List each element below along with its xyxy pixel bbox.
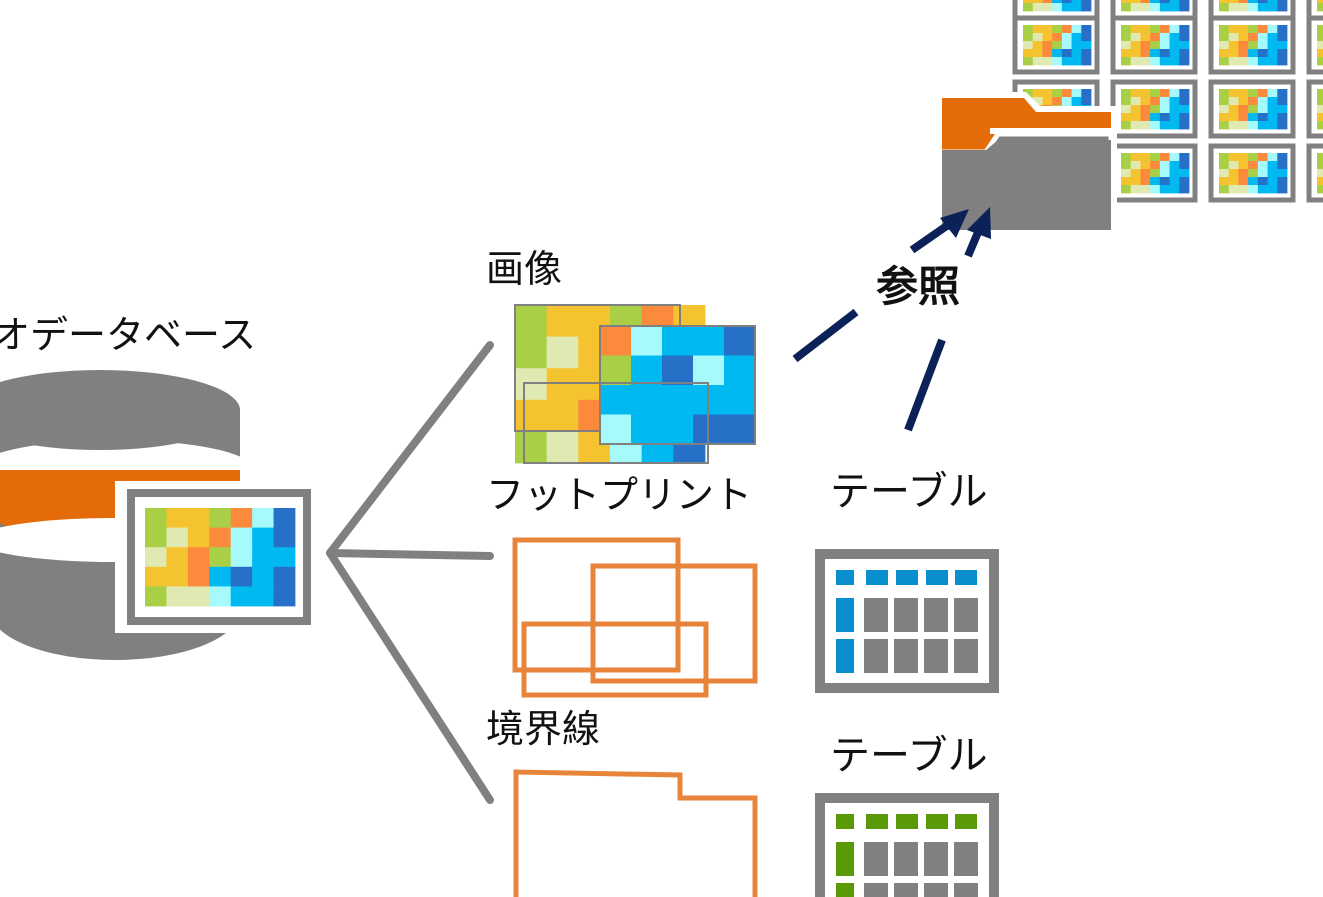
table-icon (815, 793, 999, 897)
folder-icon (936, 92, 1117, 236)
raster-thumbnail-grid (1012, 0, 1323, 203)
raster-image-icon (600, 326, 756, 445)
reference-label: 参照 (876, 262, 961, 311)
table-label-boundary: テーブル (830, 733, 988, 779)
boundary-label: 境界線 (486, 707, 601, 751)
table-icon (815, 549, 999, 693)
footprint-label: フットプリント (486, 473, 753, 517)
footprint-polygons (512, 537, 758, 698)
reference-arrows (792, 207, 991, 432)
boundary-polygon (513, 769, 758, 897)
connector-lines (326, 341, 494, 804)
table-label-footprint: テーブル (830, 469, 988, 515)
image-label: 画像 (486, 247, 563, 291)
database-label: オデータベース (0, 313, 257, 357)
database-raster-icon (145, 508, 296, 607)
